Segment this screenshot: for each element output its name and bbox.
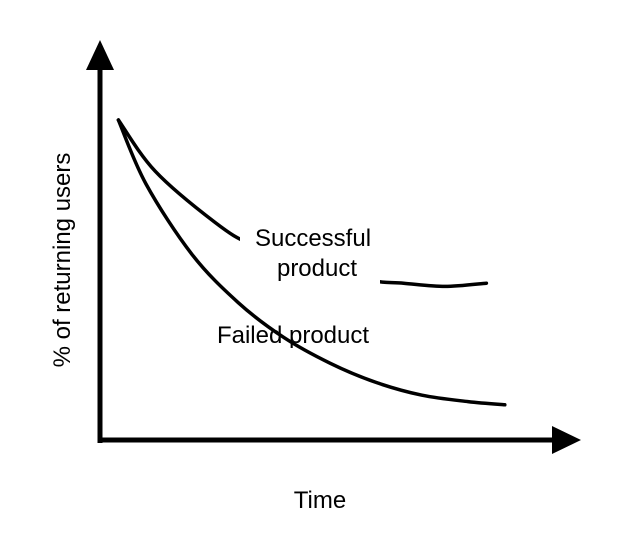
plot-area — [116, 118, 507, 407]
series-label-successful-product-line-2: product — [277, 255, 357, 282]
series-line-successful-product — [116, 118, 489, 289]
series-line-failed-product — [116, 118, 507, 407]
series-label-successful-product-line-1: Successful — [255, 225, 371, 252]
x-axis-arrowhead — [552, 426, 581, 454]
y-axis-label: % of returning users — [49, 153, 76, 368]
x-axis-label: Time — [294, 487, 346, 514]
y-axis-arrowhead — [86, 40, 114, 70]
series-label-failed-product: Failed product — [217, 322, 369, 349]
